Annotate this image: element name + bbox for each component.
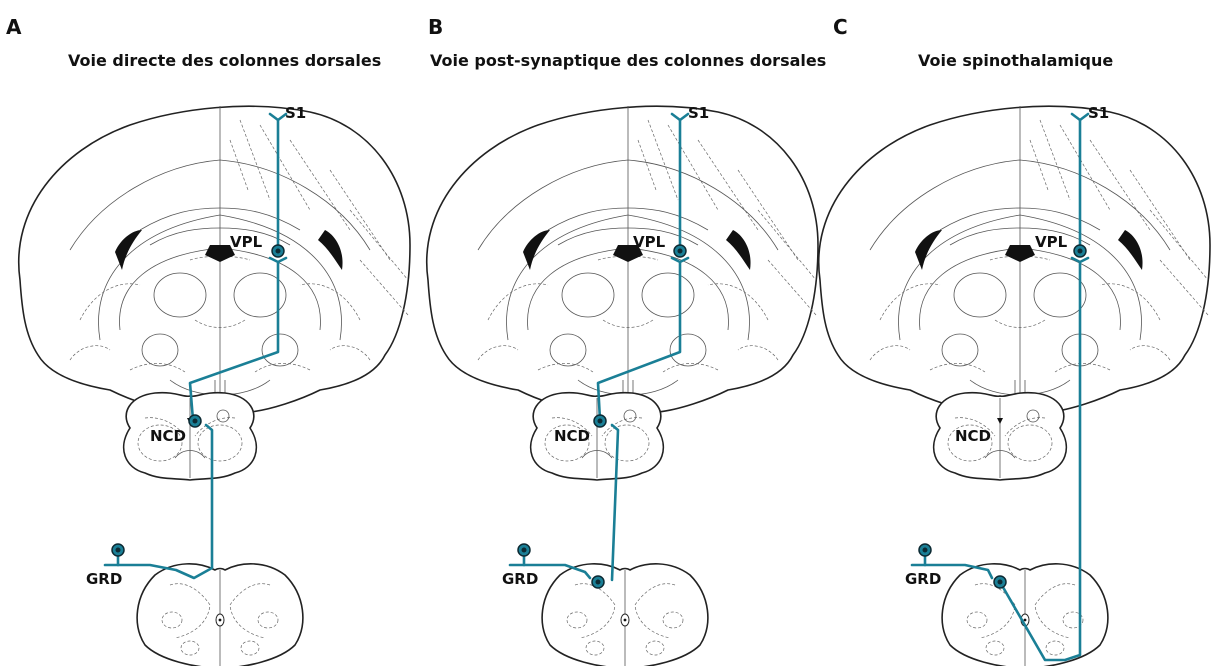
primary-afferent bbox=[508, 563, 592, 580]
primary-afferent bbox=[103, 423, 214, 580]
panel-title: Voie directe des colonnes dorsales bbox=[68, 51, 381, 70]
brain-section bbox=[817, 105, 1211, 419]
label-s1: S1 bbox=[688, 104, 709, 122]
spinal-cord-section bbox=[941, 563, 1109, 666]
post-synaptic-axon bbox=[610, 423, 620, 582]
pathway bbox=[910, 112, 1090, 662]
spinal-cord-section bbox=[541, 563, 709, 666]
spinothalamic-axon bbox=[998, 256, 1090, 662]
medulla-section bbox=[529, 391, 665, 481]
panel-c: C Voie spinothalamique S1 VPL NCD GRD bbox=[817, 15, 1211, 666]
brain-section bbox=[425, 105, 819, 419]
medulla-section bbox=[122, 391, 258, 481]
label-grd: GRD bbox=[86, 570, 122, 588]
label-vpl: VPL bbox=[230, 233, 263, 251]
label-vpl: VPL bbox=[1035, 233, 1068, 251]
panel-title: Voie post-synaptique des colonnes dorsal… bbox=[430, 51, 826, 70]
label-ncd: NCD bbox=[150, 427, 186, 445]
label-ncd: NCD bbox=[554, 427, 590, 445]
label-s1: S1 bbox=[285, 104, 306, 122]
panel-letter: C bbox=[833, 15, 848, 39]
label-s1: S1 bbox=[1088, 104, 1109, 122]
panel-letter: A bbox=[6, 15, 22, 39]
panel-title: Voie spinothalamique bbox=[918, 51, 1113, 70]
panel-a: A Voie directe des colonnes dorsales S1 … bbox=[6, 15, 411, 666]
label-vpl: VPL bbox=[633, 233, 666, 251]
label-grd: GRD bbox=[502, 570, 538, 588]
spinal-cord-section bbox=[136, 563, 304, 666]
brain-section bbox=[17, 105, 411, 419]
pathway bbox=[508, 112, 690, 589]
label-grd: GRD bbox=[905, 570, 941, 588]
panel-b: B Voie post-synaptique des colonnes dors… bbox=[425, 15, 826, 666]
panel-letter: B bbox=[428, 15, 443, 39]
primary-afferent bbox=[910, 563, 994, 580]
label-ncd: NCD bbox=[955, 427, 991, 445]
lemniscal-axon bbox=[188, 256, 288, 422]
medulla-section bbox=[932, 391, 1068, 481]
lemniscal-axon bbox=[596, 256, 690, 422]
pathway bbox=[103, 112, 288, 580]
